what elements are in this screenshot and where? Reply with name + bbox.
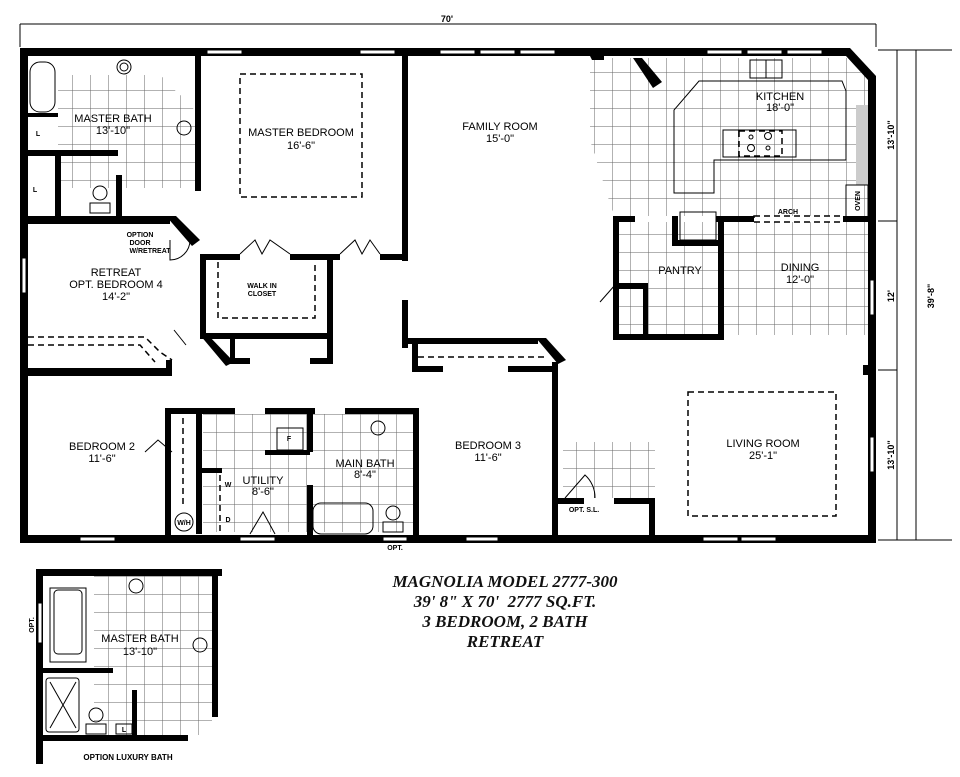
model-bed-bath: 3 BEDROOM, 2 BATH bbox=[422, 612, 588, 631]
opt-window-label: OPT. bbox=[387, 545, 403, 552]
dim-overall-depth: 39'-8" bbox=[926, 284, 936, 308]
furnace-label: F bbox=[287, 436, 292, 443]
size-utility: 8'-6" bbox=[252, 486, 274, 498]
linen-label-2: L bbox=[33, 187, 38, 194]
dryer-label: D bbox=[225, 517, 230, 524]
dim-segment-bottom: 13'-10" bbox=[886, 440, 896, 469]
size-living-room: 25'-1" bbox=[749, 450, 777, 462]
label-bedroom-3: BEDROOM 3 bbox=[455, 440, 521, 452]
label-walk-in-closet-1: WALK IN bbox=[247, 283, 277, 290]
linen-label-1: L bbox=[36, 131, 41, 138]
model-name: MAGNOLIA MODEL 2777-300 bbox=[392, 572, 618, 591]
label-family-room: FAMILY ROOM bbox=[462, 121, 537, 133]
dimension-lines: 70' 13'-10" 12' 13'-10" 39'-8" bbox=[19, 14, 952, 541]
label-walk-in-closet-2: CLOSET bbox=[248, 291, 277, 298]
inset-caption: OPTION LUXURY BATH bbox=[83, 753, 172, 762]
label-living-room: LIVING ROOM bbox=[726, 438, 799, 450]
fixtures bbox=[28, 59, 869, 535]
label-kitchen: KITCHEN bbox=[756, 91, 804, 103]
inset-size-master-bath: 13'-10" bbox=[123, 646, 157, 658]
option-door-label-2: DOOR bbox=[130, 240, 151, 247]
dim-overall-width: 70' bbox=[441, 14, 453, 24]
model-dimensions: 39' 8" X 70' 2777 SQ.FT. bbox=[413, 592, 597, 611]
dim-segment-top: 13'-10" bbox=[886, 120, 896, 149]
tiled-floors bbox=[58, 58, 868, 532]
inset-linen-label: L bbox=[122, 727, 127, 734]
windows bbox=[21, 49, 875, 542]
inset-label-master-bath: MASTER BATH bbox=[101, 633, 178, 645]
room-labels: MASTER BATH 13'-10" MASTER BEDROOM 16'-6… bbox=[69, 91, 819, 498]
label-pantry: PANTRY bbox=[658, 265, 702, 277]
label-opt-bedroom-4: OPT. BEDROOM 4 bbox=[69, 279, 163, 291]
arch-label: ARCH bbox=[778, 209, 798, 216]
model-title-block: MAGNOLIA MODEL 2777-300 39' 8" X 70' 277… bbox=[360, 572, 650, 652]
option-door-label-1: OPTION bbox=[127, 232, 154, 239]
size-kitchen: 18'-0" bbox=[766, 102, 794, 114]
label-master-bedroom: MASTER BEDROOM bbox=[248, 127, 354, 139]
water-heater-label: W/H bbox=[177, 520, 191, 527]
label-dining: DINING bbox=[781, 262, 820, 274]
option-door-label-3: W/RETREAT bbox=[129, 248, 171, 255]
model-feature: RETREAT bbox=[466, 632, 544, 651]
inset-opt-window-label: OPT. bbox=[29, 617, 36, 633]
size-bedroom-3: 11'-6" bbox=[474, 452, 501, 464]
label-master-bath: MASTER BATH bbox=[74, 113, 151, 125]
inset-luxury-bath: OPT. MASTER BATH 13'-10" L OPTION LUXURY… bbox=[29, 569, 222, 764]
label-main-bath: MAIN BATH bbox=[335, 458, 394, 470]
label-bedroom-2: BEDROOM 2 bbox=[69, 441, 135, 453]
opt-sl-label: OPT. S.L. bbox=[569, 507, 599, 514]
oven-label: OVEN bbox=[855, 191, 862, 211]
size-dining: 12'-0" bbox=[786, 274, 814, 286]
size-master-bath: 13'-10" bbox=[96, 125, 130, 137]
size-bedroom-2: 11'-6" bbox=[88, 453, 115, 465]
annotations: OPTION DOOR W/RETREAT ARCH OVEN OPT. S.L… bbox=[33, 131, 862, 552]
size-master-bedroom: 16'-6" bbox=[287, 140, 315, 152]
size-family-room: 15'-0" bbox=[486, 133, 514, 145]
dim-segment-middle: 12' bbox=[886, 290, 896, 302]
size-retreat: 14'-2" bbox=[102, 291, 130, 303]
interior-walls bbox=[28, 56, 871, 540]
label-utility: UTILITY bbox=[243, 475, 285, 487]
size-main-bath: 8'-4" bbox=[354, 469, 376, 481]
washer-label: W bbox=[225, 482, 232, 489]
label-retreat: RETREAT bbox=[91, 267, 142, 279]
